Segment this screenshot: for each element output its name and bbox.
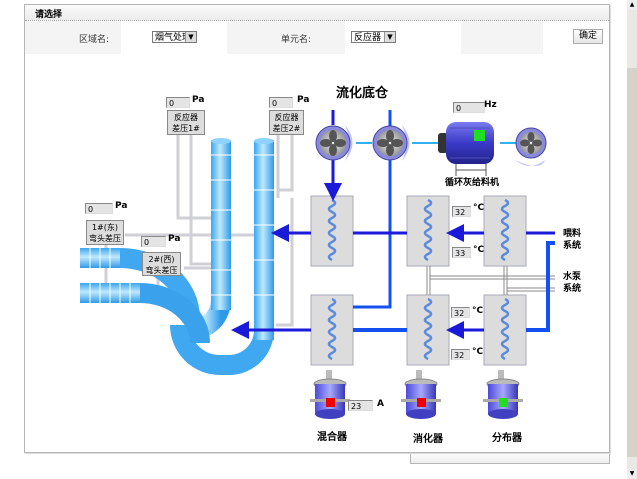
scroll-down-arrow-icon[interactable]: ▼ <box>627 469 637 479</box>
unit-label-cell: 单元名: <box>227 21 345 54</box>
filter-spacer <box>461 21 543 54</box>
distributor-label: 分布器 <box>492 433 522 444</box>
confirm-button[interactable]: 确定 <box>573 29 604 44</box>
region-label-cell: 区域名: <box>25 21 121 54</box>
flow-lines <box>231 110 555 339</box>
elbow-dp2-unit: Pa <box>168 234 181 244</box>
digester-status-indicator <box>417 398 426 407</box>
temp-unit-3: °C <box>472 306 484 316</box>
panel-header: 请选择 <box>25 5 609 21</box>
scroll-track-bottom[interactable] <box>627 457 637 469</box>
exchanger-1 <box>310 195 354 267</box>
temp-unit-2: °C <box>473 245 485 255</box>
feeder-status-indicator <box>474 130 485 141</box>
elbow-dp1-label: 1#(东) 弯头差压 <box>86 220 124 245</box>
elbow-dp2-label: 2#(西) 弯头差压 <box>142 252 181 276</box>
elbow-dp1-unit: Pa <box>115 201 128 211</box>
riser-pipes <box>80 138 274 375</box>
fan-3 <box>515 127 547 166</box>
mixer-status-indicator <box>326 398 335 407</box>
fan-2 <box>372 125 410 161</box>
temp-field-2[interactable]: 33 <box>452 247 471 258</box>
panel-tail <box>410 451 610 464</box>
chevron-down-icon: ▼ <box>384 32 395 42</box>
temp-unit-1: °C <box>473 203 485 213</box>
pump-system-line1: 水泵 <box>563 272 582 282</box>
digester-label: 消化器 <box>413 434 443 445</box>
elbow-dp2-label-line2: 弯头差压 <box>145 266 178 275</box>
mixer-label: 混合器 <box>317 432 347 443</box>
distributor-status-indicator <box>499 398 508 407</box>
exchanger-6 <box>483 294 527 366</box>
reactor-dp2-field[interactable]: 0 <box>269 97 293 108</box>
reactor-dp2-label-line1: 反应器 <box>274 113 299 122</box>
exchanger-4 <box>310 294 354 366</box>
mixer-tank-icon <box>310 370 350 419</box>
reactor-dp1-label-line1: 反应器 <box>174 113 198 122</box>
region-select[interactable]: 烟气处理 ▼ <box>152 31 197 43</box>
exchanger-5 <box>406 294 450 366</box>
heat-exchangers <box>310 195 527 366</box>
spray-system-line1: 喂料 <box>563 229 582 239</box>
mixer-current-unit: A <box>377 399 384 409</box>
fan-1 <box>315 125 353 161</box>
region-select-value: 烟气处理 <box>155 33 192 43</box>
temp-field-1[interactable]: 32 <box>452 206 471 217</box>
unit-select[interactable]: 反应器 ▼ <box>351 31 396 43</box>
unit-label: 单元名: <box>281 35 312 45</box>
scroll-up-arrow-icon[interactable]: ▲ <box>627 0 637 10</box>
pump-system-label: 水泵 系统 <box>563 271 581 295</box>
elbow-dp2-label-line1: 2#(西) <box>148 255 175 264</box>
water-pump-lines <box>426 266 555 295</box>
feeder-frequency-unit: Hz <box>484 100 497 110</box>
elbow-dp1-label-line1: 1#(东) <box>91 223 119 232</box>
scroll-track-top[interactable] <box>627 10 637 68</box>
diagram-title: 流化底仓 <box>336 86 389 101</box>
chevron-down-icon: ▼ <box>185 32 196 42</box>
reactor-dp1-unit: Pa <box>192 95 205 105</box>
feeder-motor-icon <box>438 122 494 176</box>
vertical-scrollbar[interactable]: ▲ ▼ <box>627 0 637 479</box>
elbow-dp1-field[interactable]: 0 <box>85 203 113 214</box>
reactor-dp1-label-line2: 差压1# <box>172 124 200 133</box>
exchanger-2 <box>406 195 450 267</box>
reactor-dp2-label-line2: 差压2# <box>272 124 301 133</box>
reactor-dp2-label: 反应器 差压2# <box>269 110 304 135</box>
temp-field-4[interactable]: 32 <box>451 349 470 360</box>
mixer-current-field[interactable]: 23 <box>348 400 373 411</box>
panel-title: 请选择 <box>35 10 63 20</box>
elbow-dp2-field[interactable]: 0 <box>141 236 166 247</box>
pump-system-line2: 系统 <box>563 284 582 294</box>
reactor-dp1-field[interactable]: 0 <box>166 97 190 108</box>
feeder-frequency-field[interactable]: 0 <box>453 102 485 113</box>
exchanger-3 <box>483 195 527 267</box>
spray-system-line2: 系统 <box>563 241 582 251</box>
temp-unit-4: °C <box>472 347 484 357</box>
elbow-dp1-label-line2: 弯头差压 <box>89 234 121 243</box>
digester-tank-icon <box>401 370 441 419</box>
spray-system-label: 喂料 系统 <box>563 228 581 252</box>
distributor-tank-icon <box>483 370 523 419</box>
filter-bar: 区域名: 烟气处理 ▼ 单元名: 反应器 ▼ 确定 <box>25 21 609 54</box>
temp-field-3[interactable]: 32 <box>451 307 470 318</box>
feeder-label: 循环灰给料机 <box>445 178 500 188</box>
unit-select-value: 反应器 <box>354 33 382 43</box>
reactor-dp2-unit: Pa <box>297 95 310 105</box>
reactor-dp1-label: 反应器 差压1# <box>167 110 205 135</box>
region-label: 区域名: <box>79 35 110 45</box>
